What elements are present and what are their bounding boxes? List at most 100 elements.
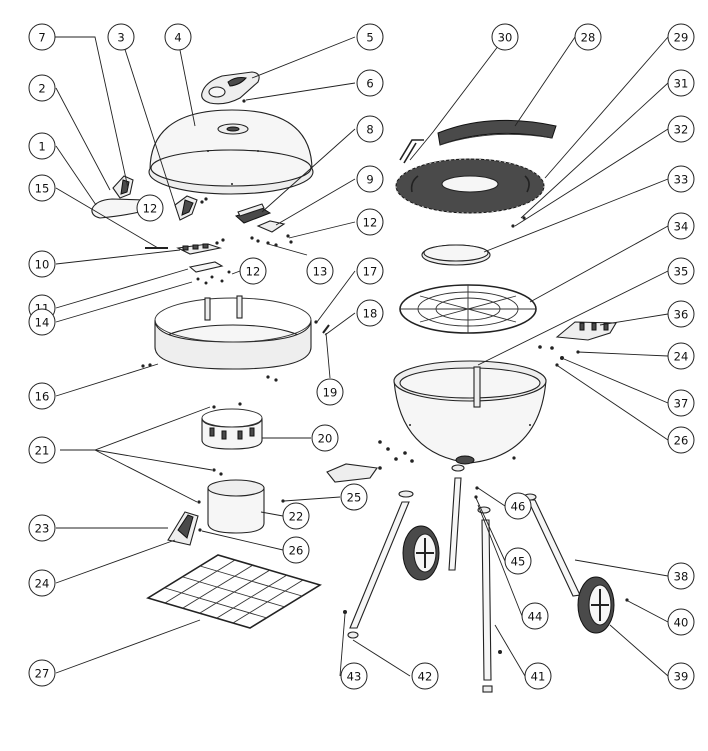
callout-number: 40 <box>674 616 689 630</box>
callout-12b: 12 <box>356 208 384 236</box>
callout-number: 10 <box>35 258 50 272</box>
callout-circle <box>356 23 384 51</box>
callout-number: 16 <box>35 390 50 404</box>
lid-dome-part <box>148 109 314 195</box>
callout-circle <box>504 547 532 575</box>
callout-circle <box>667 165 695 193</box>
callout-circle <box>667 212 695 240</box>
callout-circle <box>574 23 602 51</box>
callout-42: 42 <box>411 662 439 690</box>
callout-circle <box>491 23 519 51</box>
callout-circle <box>667 608 695 636</box>
callout-number: 42 <box>418 670 433 684</box>
callout-7: 7 <box>28 23 56 51</box>
callout-number: 20 <box>318 432 333 446</box>
heat-shield-part <box>174 195 208 221</box>
callout-number: 13 <box>313 265 328 279</box>
callout-number: 32 <box>674 123 689 137</box>
callout-group: 1234567891011121212131415161718192021222… <box>28 23 695 690</box>
callout-19: 19 <box>316 378 344 406</box>
callout-37: 37 <box>667 389 695 417</box>
callout-number: 27 <box>35 667 50 681</box>
callout-number: 24 <box>674 350 689 364</box>
callout-number: 25 <box>347 491 362 505</box>
callout-number: 19 <box>323 386 338 400</box>
callout-number: 43 <box>347 670 362 684</box>
callout-circle <box>356 69 384 97</box>
callout-circle <box>28 250 56 278</box>
right-leg-part <box>523 493 581 597</box>
callout-circle <box>28 436 56 464</box>
callout-18: 18 <box>356 299 384 327</box>
callout-circle <box>28 382 56 410</box>
callout-circle <box>282 502 310 530</box>
lid-ring-part <box>141 295 312 382</box>
callout-circle <box>28 308 56 336</box>
callout-35: 35 <box>667 257 695 285</box>
callout-number: 12 <box>246 265 261 279</box>
callout-circle <box>667 23 695 51</box>
callout-number: 37 <box>674 397 689 411</box>
callout-number: 17 <box>363 265 378 279</box>
callout-number: 12 <box>363 216 378 230</box>
callout-number: 22 <box>289 510 304 524</box>
callout-41: 41 <box>524 662 552 690</box>
callout-40: 40 <box>667 608 695 636</box>
callout-circle <box>356 299 384 327</box>
callout-number: 7 <box>38 31 45 45</box>
callout-circle <box>239 257 267 285</box>
callout-circle <box>667 562 695 590</box>
leader-lines <box>54 36 669 677</box>
callout-circle <box>340 483 368 511</box>
callout-circle <box>356 208 384 236</box>
lid-vent-handle-part <box>201 71 260 105</box>
callout-20: 20 <box>311 424 339 452</box>
charcoal-ring-part <box>201 402 263 450</box>
callout-circle <box>28 174 56 202</box>
callout-number: 36 <box>674 308 689 322</box>
callout-number: 24 <box>35 577 50 591</box>
callout-number: 34 <box>674 220 689 234</box>
callout-9: 9 <box>356 165 384 193</box>
callout-circle <box>136 194 164 222</box>
callout-number: 8 <box>366 123 373 137</box>
callout-circle <box>356 257 384 285</box>
callout-circle <box>524 662 552 690</box>
callout-17: 17 <box>356 257 384 285</box>
lid-hook-part <box>234 203 272 224</box>
callout-circle <box>28 23 56 51</box>
callout-number: 23 <box>35 522 50 536</box>
hinged-grate-part <box>437 119 557 146</box>
callout-number: 28 <box>581 31 596 45</box>
callout-14: 14 <box>28 308 56 336</box>
callout-46: 46 <box>504 492 532 520</box>
callout-number: 21 <box>35 444 50 458</box>
callout-number: 30 <box>498 31 513 45</box>
callout-number: 4 <box>174 31 181 45</box>
callout-number: 15 <box>35 182 50 196</box>
callout-circle <box>667 69 695 97</box>
callout-number: 18 <box>363 307 378 321</box>
callout-circle <box>306 257 334 285</box>
callout-8: 8 <box>356 115 384 143</box>
callout-circle <box>667 300 695 328</box>
callout-number: 26 <box>674 434 689 448</box>
callout-circle <box>107 23 135 51</box>
callout-number: 44 <box>528 610 543 624</box>
callout-21: 21 <box>28 436 56 464</box>
callout-number: 9 <box>366 173 373 187</box>
callout-circle <box>164 23 192 51</box>
callout-12c: 12 <box>239 257 267 285</box>
charcoal-grate-part <box>146 554 322 629</box>
callout-10: 10 <box>28 250 56 278</box>
left-wheel-part <box>402 525 440 581</box>
kettle-bowl-part <box>393 360 547 465</box>
right-wheel-part <box>577 576 615 634</box>
callout-26b: 26 <box>667 426 695 454</box>
bowl-handle-part <box>555 321 617 341</box>
callout-circle <box>28 74 56 102</box>
callout-number: 31 <box>674 77 689 91</box>
hinge-bracket-part <box>176 238 225 255</box>
callout-number: 26 <box>289 544 304 558</box>
